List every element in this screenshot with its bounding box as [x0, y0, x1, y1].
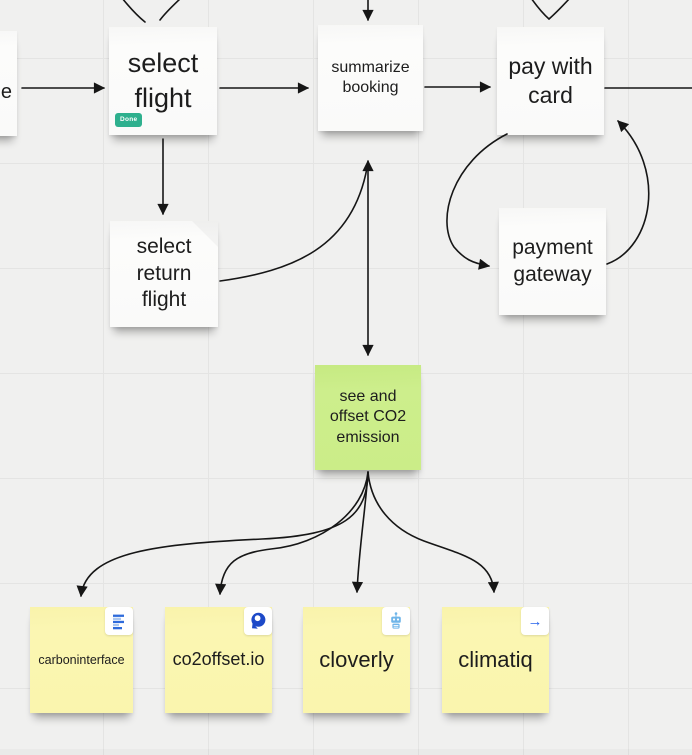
board-bottom-edge: [0, 749, 692, 755]
q-logo-icon: [251, 612, 266, 629]
note-carboninterface[interactable]: carboninterface: [30, 607, 133, 713]
note-summarize-booking[interactable]: summarize booking: [318, 25, 423, 131]
note-label: select return flight: [136, 234, 192, 312]
note-label: e: [0, 80, 12, 103]
robot-icon: [391, 612, 401, 629]
connector-top-into-pay-left[interactable]: [531, 0, 550, 20]
note-climatiq[interactable]: climatiq →: [442, 607, 549, 713]
note-label: pay with card: [508, 52, 593, 108]
note-co2offset-io[interactable]: co2offset.io: [165, 607, 272, 713]
note-label: payment gateway: [512, 235, 593, 286]
note-label: carboninterface: [38, 653, 125, 667]
note-label: select flight: [127, 48, 199, 113]
note-label: cloverly: [319, 646, 394, 672]
note-label: co2offset.io: [172, 649, 265, 670]
connector-pay-to-gateway[interactable]: [446, 133, 508, 270]
done-tag[interactable]: Done: [115, 112, 143, 127]
note-label: see and offset CO2 emission: [329, 387, 407, 446]
link-sticker[interactable]: →: [521, 607, 549, 635]
connector-co2-to-co2offset[interactable]: [215, 471, 369, 596]
connector-top-into-pay-right[interactable]: [548, 0, 570, 20]
connector-co2-to-climatiq[interactable]: [367, 471, 499, 594]
connector-co2-to-carboninterface[interactable]: [76, 471, 369, 598]
note-offscreen-left[interactable]: e: [0, 31, 17, 136]
link-sticker[interactable]: [105, 607, 133, 635]
folded-corner: [192, 221, 218, 247]
note-cloverly[interactable]: cloverly: [303, 607, 410, 713]
bar-chart-icon: [113, 614, 124, 630]
note-payment-gateway[interactable]: payment gateway: [499, 208, 606, 315]
note-select-return-flight[interactable]: select return flight: [110, 221, 218, 327]
note-label: summarize booking: [331, 58, 410, 96]
link-sticker[interactable]: [382, 607, 410, 635]
note-see-offset-co2[interactable]: see and offset CO2 emission: [315, 365, 421, 470]
note-pay-with-card[interactable]: pay with card: [497, 27, 604, 135]
note-select-flight[interactable]: select flight Done: [109, 27, 217, 135]
connector-return-to-summarize[interactable]: [219, 167, 368, 282]
connector-co2-to-cloverly[interactable]: [351, 471, 369, 594]
arrow-right-icon: →: [527, 612, 543, 630]
connector-top-into-select-flight-left[interactable]: [122, 0, 146, 23]
connector-top-into-select-flight-right[interactable]: [159, 0, 181, 21]
link-sticker[interactable]: [244, 607, 272, 635]
connector-gateway-to-pay[interactable]: [606, 120, 650, 265]
note-label: climatiq: [458, 646, 533, 672]
